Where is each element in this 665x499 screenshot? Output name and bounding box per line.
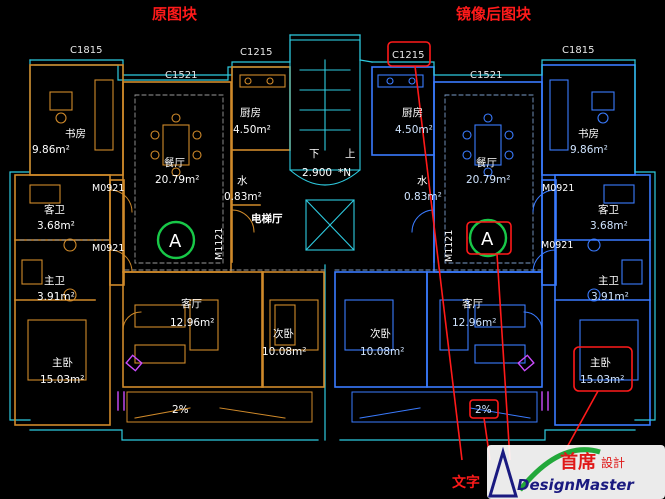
right-pink-marks (517, 354, 549, 411)
window-c1815-left: C1815 (70, 45, 102, 56)
left-block-marker-circle (156, 220, 196, 260)
right-door-swings (411, 189, 556, 331)
design-master-logo: 首席 設計 DesignMaster (487, 445, 665, 499)
window-c1215-right: C1215 (392, 50, 424, 61)
left-slope: 2% (172, 404, 189, 416)
highlight-block-marker (466, 221, 512, 255)
door-m1121-left: M1121 (214, 228, 225, 260)
room-master-bath-area: 3.91m² (37, 291, 75, 303)
annotation-note: 文字 (452, 474, 480, 491)
original-plan (9, 34, 361, 441)
room-dining-name-right: 餐厅 (476, 156, 497, 169)
room-master-bath-name-right: 主卫 (598, 275, 619, 287)
left-stair (289, 39, 361, 251)
left-door-swings (109, 189, 255, 331)
logo-en: DesignMaster (517, 476, 635, 494)
title-original: 原图块 (152, 5, 198, 23)
window-c1521-right: C1521 (470, 70, 502, 81)
right-furniture (344, 74, 643, 381)
door-m1121-right: M1121 (444, 230, 455, 262)
left-balcony (126, 391, 313, 423)
title-mirrored: 镜像后图块 (456, 5, 532, 23)
window-c1521-left: C1521 (165, 70, 197, 81)
door-m0921-left-bottom: M0921 (92, 243, 124, 254)
door-m0921-left-top: M0921 (92, 183, 124, 194)
room-kitchen-name-right: 厨房 (402, 106, 423, 119)
room-master-bed-name: 主卧 (52, 356, 73, 369)
right-block-marker: A (481, 229, 494, 250)
left-pink-marks (117, 354, 143, 411)
right-slope: 2% (475, 404, 492, 416)
room-second-bed-name: 次卧 (273, 327, 294, 340)
room-guest-bath-name-right: 客卫 (598, 203, 619, 216)
room-guest-bath-area-right: 3.68m² (590, 220, 628, 232)
room-water-name: 水 (237, 175, 248, 187)
room-living-name-right: 客厅 (462, 297, 483, 310)
room-second-bed-area-right: 10.08m² (360, 346, 405, 358)
room-master-bed-area-right: 15.03m² (580, 374, 625, 386)
door-m0921-right-bottom: M0921 (541, 240, 573, 251)
left-dashed-lines (19, 94, 326, 271)
pointer-line-2 (496, 253, 511, 461)
stair-level: 2.900 (302, 167, 332, 179)
room-water-area: 0.83m² (224, 191, 262, 203)
right-balcony (351, 391, 538, 423)
room-master-bath-name: 主卫 (44, 275, 65, 287)
room-master-bath-area-right: 3.91m² (591, 291, 629, 303)
room-second-bed-area: 10.08m² (262, 346, 307, 358)
room-water-name-right: 水 (417, 175, 428, 187)
room-kitchen-area: 4.50m² (233, 124, 271, 136)
left-block-marker: A (169, 231, 182, 252)
room-dining-name: 餐厅 (164, 156, 185, 169)
room-dining-area: 20.79m² (155, 174, 200, 186)
room-living-area: 12.96m² (170, 317, 215, 329)
stair-level-suffix: *N (338, 167, 351, 179)
room-second-bed-name-right: 次卧 (370, 327, 391, 340)
door-m0921-right-top: M0921 (542, 183, 574, 194)
window-c1815-right: C1815 (562, 45, 594, 56)
labels: 原图块 镜像后图块 C1815 C1215 C1521 C1215 C1521 … (32, 5, 629, 491)
window-c1215-left: C1215 (240, 47, 272, 58)
highlight-window-c1215 (387, 41, 431, 67)
logo-sub: 設計 (601, 455, 625, 470)
room-master-bed-area: 15.03m² (40, 374, 85, 386)
room-kitchen-area-right: 4.50m² (395, 124, 433, 136)
highlight-master-bed (573, 346, 633, 392)
logo-compass-icon (487, 446, 519, 498)
room-kitchen-name: 厨房 (240, 106, 261, 119)
room-water-area-right: 0.83m² (404, 191, 442, 203)
room-master-bed-name-right: 主卧 (590, 356, 611, 369)
room-study-area-right: 9.86m² (570, 144, 608, 156)
logo-background (487, 445, 665, 499)
mirrored-plan (334, 59, 656, 441)
room-guest-bath-name: 客卫 (44, 203, 65, 216)
left-furniture (21, 74, 319, 381)
right-block-marker-circle (468, 218, 508, 258)
right-outer-walls (339, 59, 656, 441)
room-guest-bath-area: 3.68m² (37, 220, 75, 232)
room-study-area: 9.86m² (32, 144, 70, 156)
room-dining-area-right: 20.79m² (466, 174, 511, 186)
room-study-name-right: 书房 (578, 127, 599, 140)
logo-cn: 首席 (560, 451, 596, 473)
pointer-line-1 (414, 65, 463, 461)
stair-down: 下 (309, 148, 320, 160)
stair-up: 上 (345, 148, 356, 160)
room-living-name: 客厅 (181, 297, 202, 310)
room-living-area-right: 12.96m² (452, 317, 497, 329)
room-study-name: 书房 (65, 127, 86, 140)
elevator-hall-label: 电梯厅 (251, 212, 283, 225)
logo-swoosh-icon (518, 447, 601, 492)
